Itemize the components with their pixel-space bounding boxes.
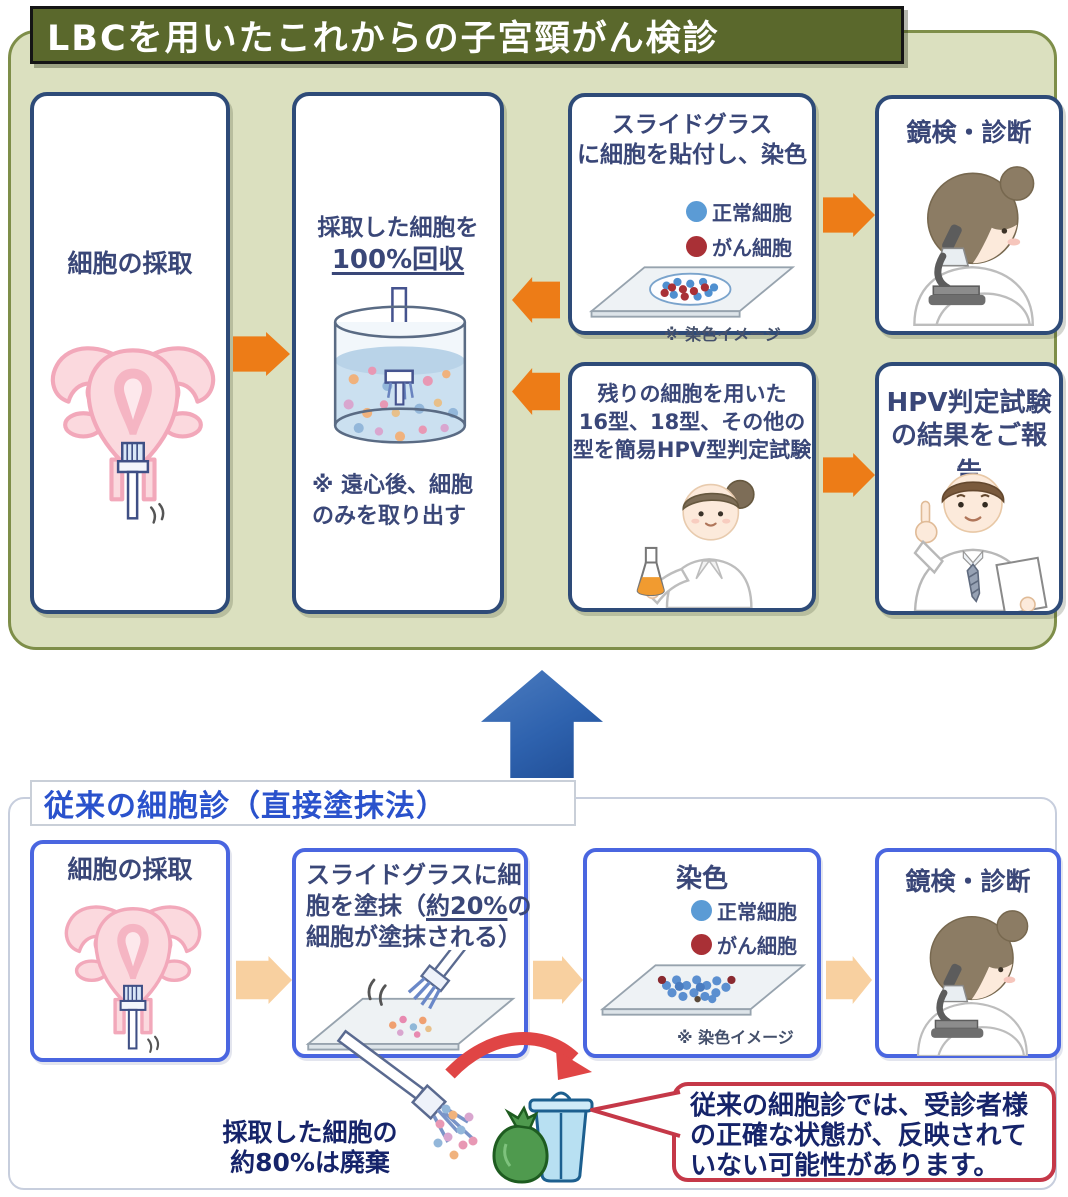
recovery-line1: 採取した細胞を [317,215,479,241]
conventional-title: 従来の細胞診（直接塗抹法） [44,789,447,824]
conv-microscopist-illustration [901,900,1041,1056]
conv-microscopy-box: 鏡検・診断 [875,848,1061,1058]
smear-percentage: 約20% [426,892,508,920]
smear-line3: 細胞が塗抹される） [306,923,522,951]
cell-vial-icon [333,287,467,444]
stain-caption: ※ 染色イメージ [664,325,781,344]
discard-trash-icon [336,1029,594,1184]
conventional-title-bar: 従来の細胞診（直接塗抹法） [30,780,576,826]
uterus-illustration [42,288,224,560]
slide-glass-icon [588,266,796,318]
conv-normal-cell-label: 正常細胞 [717,900,797,924]
stain-box: 染色 正常細胞 がん細胞 [583,848,821,1058]
recovery-note: ※ 遠心後、細胞 のみを取り出す [312,470,473,532]
hpv-test-title3: 型を簡易HPV型判定試験 [572,438,812,462]
discard-line2: 約80%は廃棄 [230,1148,390,1177]
lbc-title-bar: LBCを用いたこれからの子宮頸がん検診 [30,6,904,64]
discard-line1: 採取した細胞の [222,1118,398,1147]
recovery-line2: 100%回収 [331,245,465,275]
flask-woman-icon [636,479,755,608]
conv-cell-collection-label: 細胞の採取 [67,855,193,884]
recovery-note-line1: ※ 遠心後、細胞 [312,473,474,498]
lbc-title: LBCを用いたこれからの子宮頸がん検診 [47,18,720,59]
conv-cell-collection-box: 細胞の採取 [30,840,230,1062]
smear-box: スライドグラスに細 胞を塗抹（約20%の 細胞が塗抹される） [292,848,531,1058]
normal-cell-label: 正常細胞 [712,201,792,225]
stain-label: 染色 [675,864,728,894]
callout-tail-icon [590,1090,681,1138]
microscope-woman-icon [913,166,1035,326]
hpv-report-title1: HPV判定試験 [886,388,1052,418]
legend-cancer-cell: がん細胞 [686,232,792,261]
cancer-cell-dot-icon [686,236,707,257]
warning-line3: いない可能性があります。 [690,1151,1000,1181]
legend-normal-cell: 正常細胞 [686,197,792,226]
conv-uterus-illustration [50,884,216,1056]
hpv-test-title2: 16型、18型、その他の [578,410,806,434]
slide-stain-box: スライドグラス に細胞を貼付し、染色 正常細胞 がん細胞 [568,93,816,344]
cell-collection-box: 細胞の採取 [30,92,230,614]
smear-brush-icon [305,950,516,1051]
conv-stain-caption: ※ 染色イメージ [677,1028,794,1047]
conv-cancer-cell-label: がん細胞 [717,934,797,958]
normal-cell-dot-icon [691,900,712,921]
slide-stain-title2: に細胞を貼付し、染色 [577,142,807,168]
normal-cell-dot-icon [686,201,707,222]
cancer-cell-label: がん細胞 [712,236,792,260]
hpv-report-box: HPV判定試験 の結果をご報告 [875,362,1063,615]
smear-line2: 胞を塗抹（約20%の [306,892,532,920]
lab-technician-illustration [607,470,787,608]
uterus-icon [50,346,216,524]
slide-glass-icon [599,964,807,1016]
warning-line2: の正確な状態が、反映されて [690,1121,1027,1151]
stained-slide-illustration [582,260,804,324]
warning-line1: 従来の細胞診では、受診者様 [690,1091,1029,1121]
conv-legend-cancer-cell: がん細胞 [691,930,797,959]
discard-caption: 採取した細胞の 約80%は廃棄 [200,1118,420,1178]
recovery-note-line2: のみを取り出す [312,504,467,529]
microscopy-box: 鏡検・診断 [875,95,1063,335]
cell-collection-label: 細胞の採取 [67,249,193,278]
warning-callout: 従来の細胞診では、受診者様 の正確な状態が、反映されて いない可能性があります。 [672,1082,1056,1182]
vial-illustration [320,286,480,464]
discard-scene [290,1014,640,1192]
cell-recovery-box: 採取した細胞を 100%回収 [292,92,504,614]
uterus-icon [64,905,202,1053]
smear-line1: スライドグラスに細 [306,861,522,889]
conv-microscopy-label: 鏡検・診断 [905,867,1031,896]
hpv-test-title1: 残りの細胞を用いた [597,382,787,406]
smear-text: スライドグラスに細 胞を塗抹（約20%の 細胞が塗抹される） [306,860,531,953]
conv-legend-normal-cell: 正常細胞 [691,896,797,925]
microscopist-illustration [897,154,1047,326]
conv-stained-slide-illustration [593,958,815,1022]
microscopy-label: 鏡検・診断 [906,118,1032,147]
smear-illustration [300,950,524,1058]
slide-stain-title1: スライドグラス [611,112,773,138]
cancer-cell-dot-icon [691,934,712,955]
microscope-woman-icon [916,910,1029,1056]
doctor-illustration [891,458,1055,611]
hpv-test-box: 残りの細胞を用いた 16型、18型、その他の 型を簡易HPV型判定試験 [568,362,816,612]
report-doctor-icon [913,473,1048,611]
upgrade-arrow-icon [481,670,603,778]
